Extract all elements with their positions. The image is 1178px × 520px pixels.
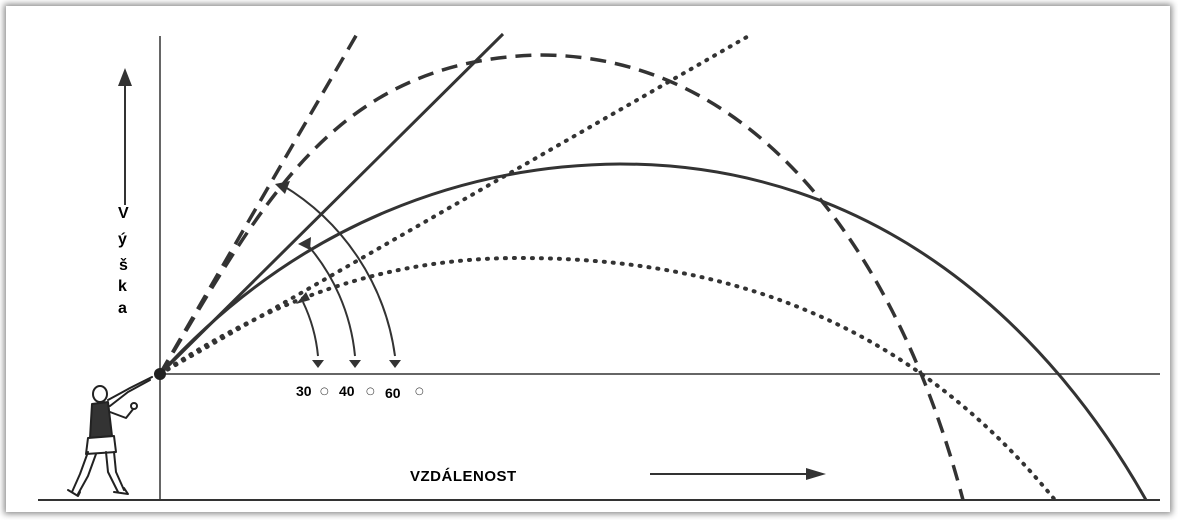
angle-label-30: 30 ○ [296,383,329,399]
angle-arc-60 [275,181,401,368]
height-arrow [118,68,132,205]
angle-value: 60 [385,385,401,401]
vertical-label-letter: š [119,257,128,274]
degree-symbol: ○ [366,386,375,397]
trajectory-30 [158,255,1057,502]
angle-label-40: 40 ○ [339,383,375,399]
vertical-axis-label: V ý š k a [118,205,129,317]
angle-value: 30 [296,383,312,399]
shot-ball [154,368,166,380]
launch-line-30 [158,32,754,376]
vertical-label-letter: a [118,300,127,317]
vertical-label-letter: ý [118,231,127,248]
degree-symbol: ○ [415,386,424,397]
angle-label-60: 60 ○ [385,385,424,401]
thrower-figure [67,376,153,497]
trajectory-40 [158,162,1148,501]
angle-arc-40 [298,237,361,368]
distance-label: VZDÁLENOST [410,468,517,485]
angle-arc-30 [296,292,324,368]
angle-value: 40 [339,383,355,399]
degree-symbol: ○ [320,386,329,397]
distance-arrow [650,468,826,480]
vertical-label-letter: k [118,278,127,295]
vertical-label-letter: V [118,205,129,222]
trajectory-60 [158,53,965,501]
